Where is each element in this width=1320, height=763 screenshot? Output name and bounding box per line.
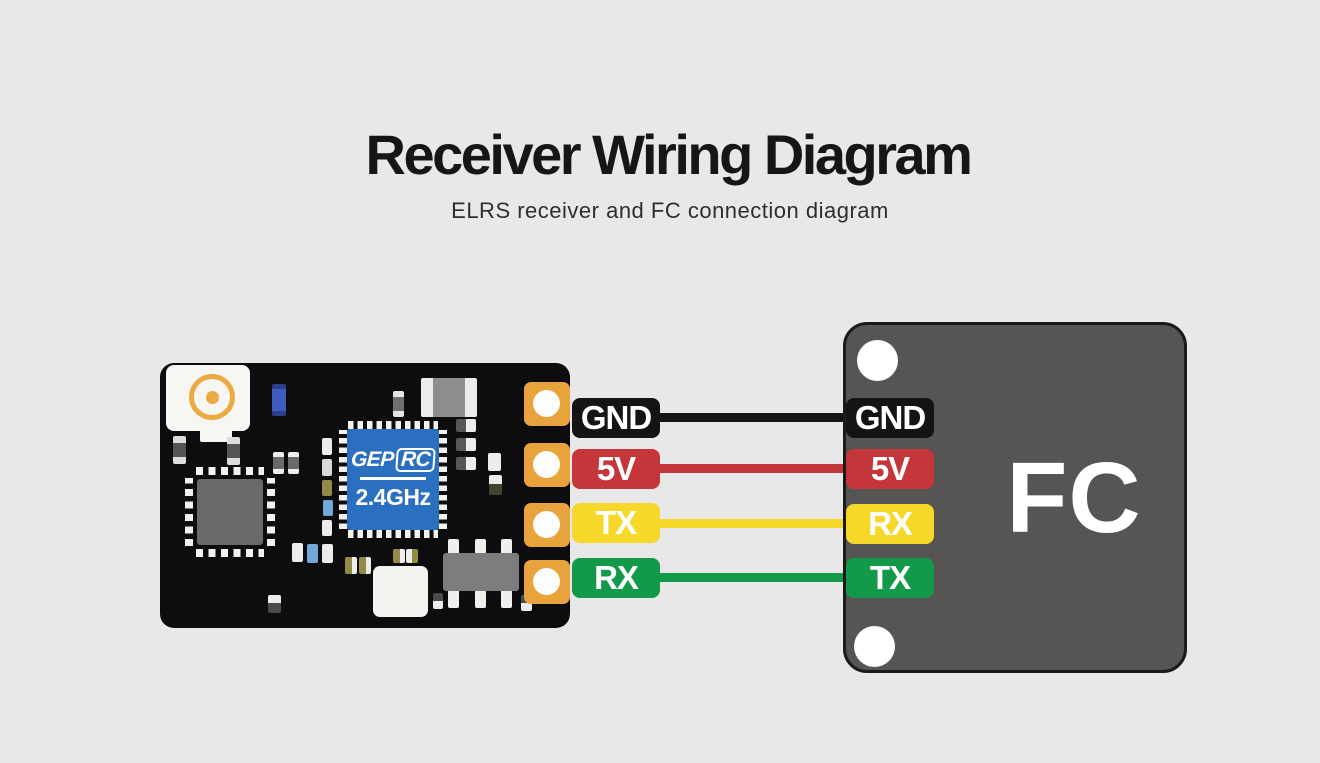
chip-frequency: 2.4GHz: [355, 483, 431, 510]
pin-label: 5V: [596, 450, 636, 487]
smd-component: [406, 549, 418, 563]
chip-pins: [267, 478, 275, 546]
smd-component: [323, 500, 333, 516]
fc-pin-tx: TX: [846, 558, 934, 598]
smd-component: [345, 557, 357, 574]
smd-component: [322, 520, 332, 536]
fc-pin-gnd: GND: [846, 398, 934, 438]
fc-board: [843, 322, 1187, 673]
smd-component: [421, 378, 477, 417]
smd-component: [322, 438, 332, 455]
page-subtitle: ELRS receiver and FC connection diagram: [451, 198, 889, 223]
sot-pin: [501, 539, 512, 554]
chip-pins: [348, 530, 438, 538]
solder-pad-tx: [524, 503, 570, 547]
receiver-pin-5v: 5V: [572, 449, 660, 489]
ufl-connector-ring: [189, 374, 235, 420]
wire-5v: [648, 464, 882, 473]
smd-component: [488, 453, 501, 471]
smd-component: [322, 459, 332, 476]
page-title: Receiver Wiring Diagram: [365, 123, 973, 186]
smd-component: [173, 436, 186, 464]
sot-pin: [475, 590, 486, 608]
fc-pin-rx: RX: [846, 504, 934, 544]
fc-mounting-hole: [857, 340, 898, 381]
sot-body: [443, 553, 519, 591]
pin-label: RX: [868, 505, 913, 542]
pin-label: TX: [869, 559, 911, 596]
receiver-pin-tx: TX: [572, 503, 660, 543]
fc-mounting-hole: [854, 626, 895, 667]
wire-gnd: [648, 413, 882, 422]
smd-component: [273, 452, 284, 474]
smd-component: [227, 437, 240, 465]
chip-body: [197, 479, 263, 545]
sot-pin: [475, 539, 486, 554]
smd-component: [307, 544, 318, 563]
receiver-pin-rx: RX: [572, 558, 660, 598]
receiver-pin-gnd: GND: [572, 398, 660, 438]
solder-pad-rx: [524, 560, 570, 604]
sot-pin: [448, 539, 459, 554]
smd-component: [359, 557, 371, 574]
chip-pins: [339, 430, 347, 529]
smd-component: [489, 475, 502, 495]
chip-pins: [348, 421, 438, 429]
ufl-connector-pin: [206, 391, 219, 404]
sot-pin: [448, 590, 459, 608]
crystal-component: [373, 566, 428, 617]
smd-component: [433, 593, 443, 609]
smd-component: [456, 419, 476, 432]
geprc-logo-prefix: GEP: [350, 448, 395, 472]
chip-divider: [359, 477, 427, 480]
mcu-chip: [185, 467, 275, 557]
pin-label: GND: [854, 399, 926, 436]
wire-rx-tx: [648, 573, 882, 582]
chip-pins: [439, 430, 447, 529]
pin-label: RX: [594, 559, 639, 596]
geprc-logo-suffix: RC: [394, 448, 436, 473]
sot-pin: [501, 590, 512, 608]
smd-component: [322, 480, 332, 496]
wire-tx-rx: [648, 519, 882, 528]
ufl-connector-tab: [200, 429, 232, 442]
smd-component: [272, 384, 286, 416]
pin-label: 5V: [870, 450, 910, 487]
solder-pad-5v: [524, 443, 570, 487]
smd-component: [393, 549, 405, 563]
smd-component: [288, 452, 299, 474]
chip-pins: [185, 478, 193, 546]
solder-pad-gnd: [524, 382, 570, 426]
pin-label: GND: [580, 399, 652, 436]
smd-component: [292, 543, 303, 562]
fc-label: FC: [1006, 441, 1142, 554]
chip-pins: [196, 467, 264, 475]
smd-component: [456, 438, 476, 451]
fc-pin-5v: 5V: [846, 449, 934, 489]
smd-component: [322, 544, 333, 563]
smd-component: [393, 391, 404, 417]
smd-component: [268, 595, 281, 613]
pin-label: TX: [595, 504, 637, 541]
smd-component: [456, 457, 476, 470]
chip-pins: [196, 549, 264, 557]
